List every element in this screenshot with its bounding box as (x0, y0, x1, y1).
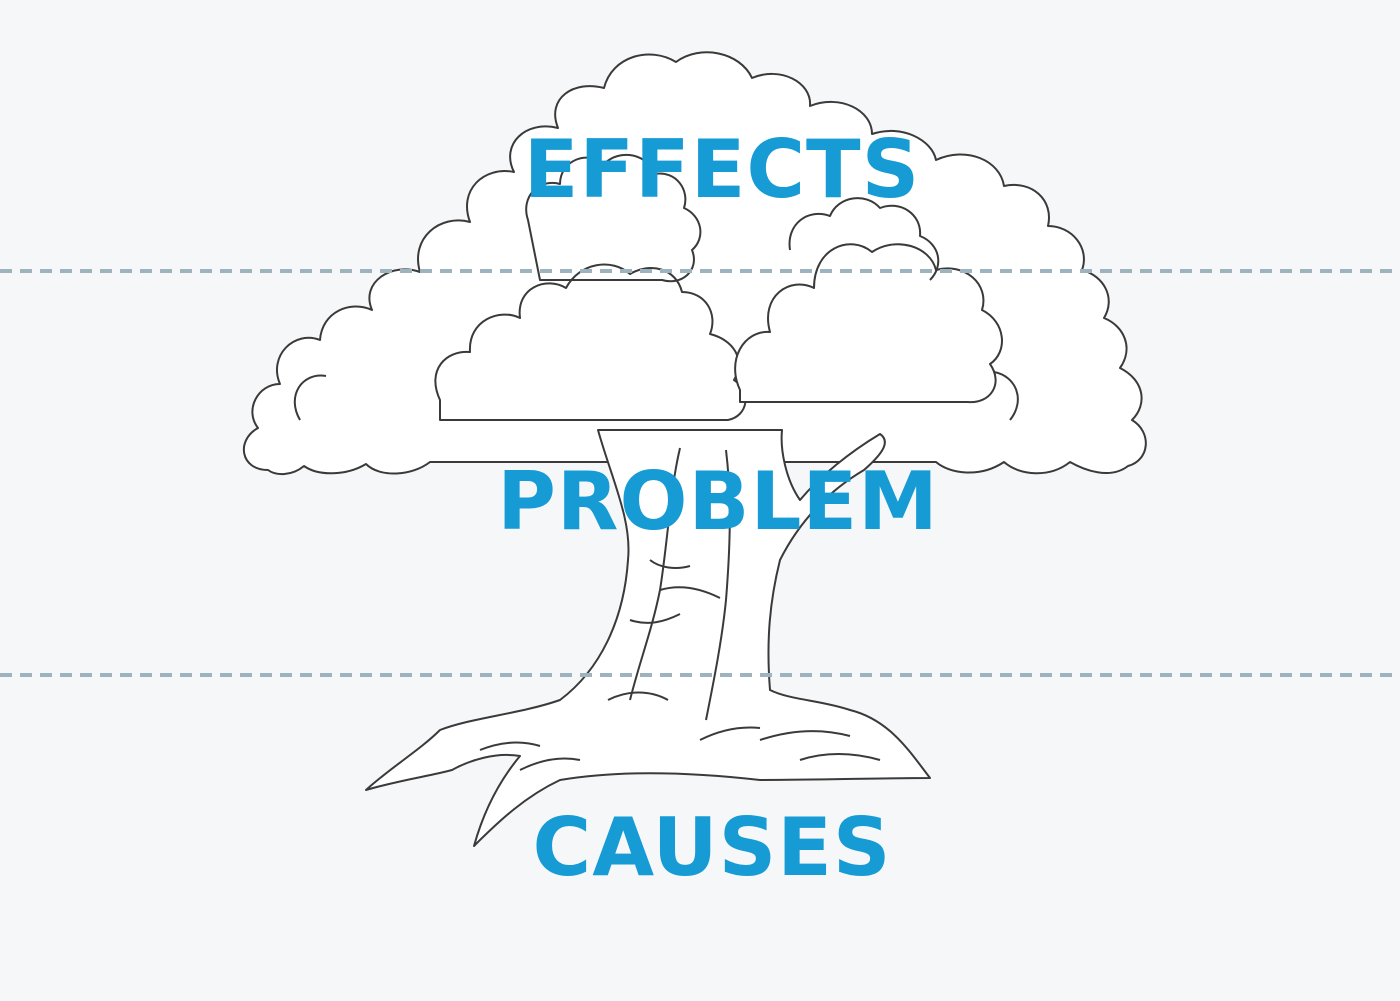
tree-canopy (242, 51, 1147, 476)
tree-trunk (365, 429, 931, 847)
effects-label: EFFECTS (523, 123, 921, 216)
causes-label: CAUSES (532, 801, 892, 894)
problem-label: PROBLEM (497, 455, 939, 548)
